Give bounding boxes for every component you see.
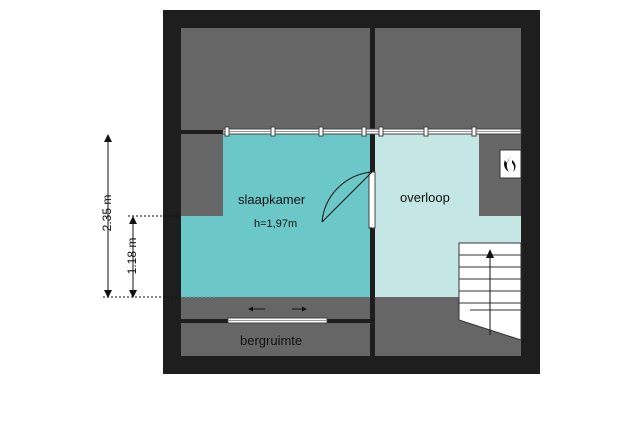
dimension-lines: [103, 134, 180, 298]
overloop-floor: [375, 134, 521, 297]
window-top: [222, 126, 522, 137]
slope-area-left: [181, 134, 223, 216]
slope-area-bottom: [181, 297, 370, 319]
room-name-bergruimte: bergruimte: [240, 333, 303, 348]
staircase: [458, 242, 522, 341]
arrow-right-icon: [302, 306, 307, 312]
sliding-door: [227, 306, 328, 324]
slope-area-top-right: [375, 28, 521, 130]
slaapkamer-floor: [181, 134, 370, 297]
door: [321, 171, 376, 229]
room-name-overloop: overloop: [400, 190, 450, 205]
arrow-left-icon: [248, 306, 253, 312]
boiler-icon: [499, 149, 522, 179]
stair-arrow-icon: [486, 249, 494, 258]
room-name-slaapkamer: slaapkamer: [238, 192, 306, 207]
room-height-slaapkamer: h=1,97m: [254, 218, 298, 230]
bergruimte-area: [181, 323, 370, 356]
dimension-total: 2.35 m: [100, 194, 114, 232]
dimension-partial: 1.18 m: [125, 237, 139, 275]
slope-area-top-left: [181, 28, 370, 130]
